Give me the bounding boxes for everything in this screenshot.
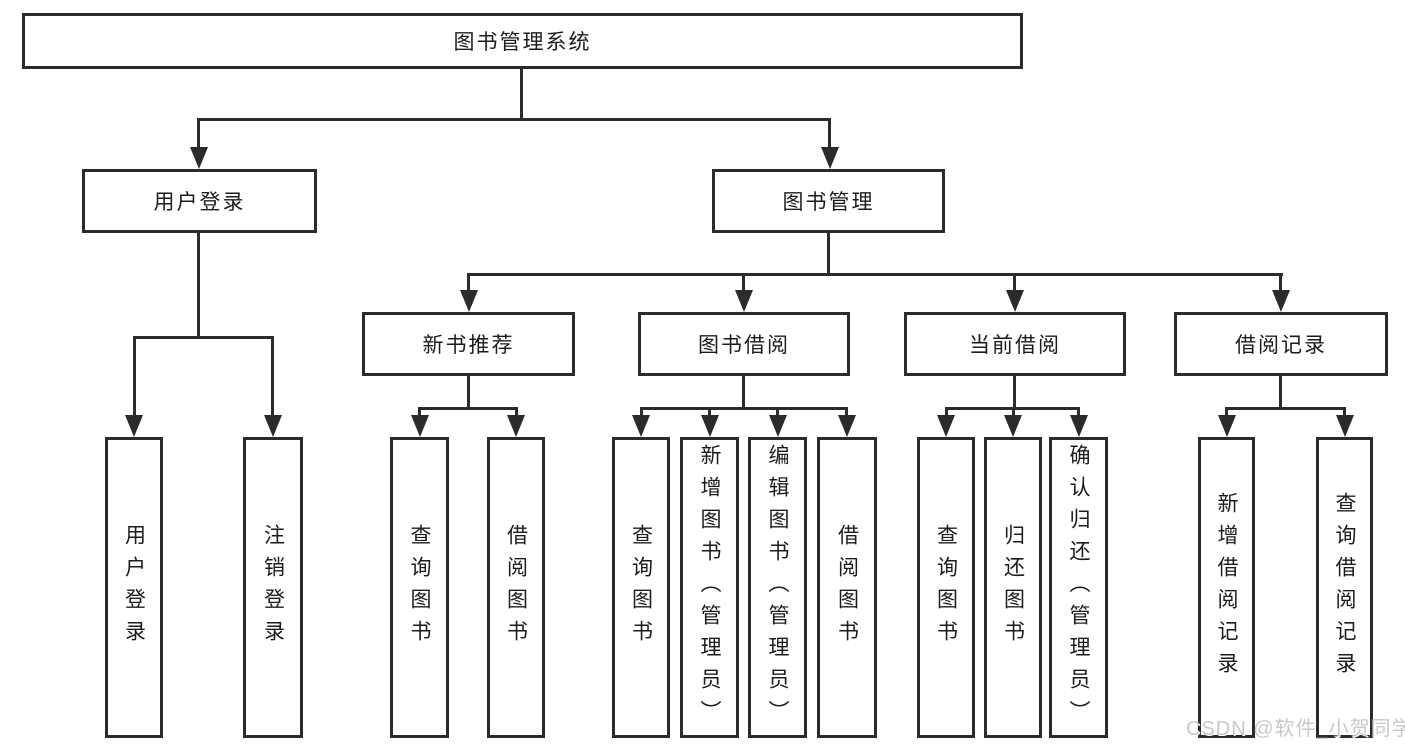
arrowhead-down xyxy=(1006,290,1024,312)
connector-line xyxy=(520,69,523,118)
connector-line xyxy=(1077,407,1080,416)
watermark: CSDN @软件_小贺同学 xyxy=(1186,718,1405,740)
connector-line xyxy=(1013,273,1016,292)
connector-line xyxy=(197,118,831,121)
connector-line xyxy=(133,336,274,339)
connector-line xyxy=(708,407,711,416)
node-book-management: 图书管理 xyxy=(712,169,945,233)
connector-line xyxy=(1279,273,1282,292)
leaf-user-login: 用户登录 xyxy=(105,437,163,738)
leaf-current-confirm-return-admin: 确认归还（管理员） xyxy=(1049,437,1108,738)
arrowhead-down xyxy=(1336,415,1354,437)
connector-line xyxy=(1225,407,1228,416)
connector-line xyxy=(197,233,200,336)
arrowhead-down xyxy=(701,415,719,437)
connector-line xyxy=(742,273,745,292)
connector-line xyxy=(742,376,745,407)
node-library-management-system: 图书管理系统 xyxy=(22,13,1023,69)
leaf-current-query-books: 查询图书 xyxy=(917,437,975,738)
connector-line xyxy=(133,336,136,416)
arrowhead-down xyxy=(937,415,955,437)
connector-line xyxy=(827,233,830,273)
connector-line xyxy=(1012,407,1015,416)
arrowhead-down xyxy=(507,415,525,437)
connector-line xyxy=(467,376,470,407)
node-book-borrowing: 图书借阅 xyxy=(638,312,850,376)
leaf-borrow-add-books-admin: 新增图书（管理员） xyxy=(680,437,739,738)
arrowhead-down xyxy=(1218,415,1236,437)
connector-line xyxy=(271,336,274,416)
leaf-rec-borrow-books: 借阅图书 xyxy=(487,437,545,738)
arrowhead-down xyxy=(735,290,753,312)
connector-line xyxy=(776,407,779,416)
arrowhead-down xyxy=(769,415,787,437)
connector-line xyxy=(845,407,848,416)
connector-line xyxy=(467,273,1283,276)
arrowhead-down xyxy=(821,147,839,169)
leaf-records-add-borrow-record: 新增借阅记录 xyxy=(1198,437,1255,738)
arrowhead-down xyxy=(838,415,856,437)
node-current-borrowing: 当前借阅 xyxy=(904,312,1126,376)
connector-line xyxy=(1225,407,1345,410)
connector-line xyxy=(1279,376,1282,407)
arrowhead-down xyxy=(264,415,282,437)
arrowhead-down xyxy=(1004,415,1022,437)
leaf-logout: 注销登录 xyxy=(243,437,303,738)
connector-line xyxy=(945,407,948,416)
arrowhead-down xyxy=(1070,415,1088,437)
connector-line xyxy=(467,273,470,292)
node-borrowing-records: 借阅记录 xyxy=(1174,312,1388,376)
connector-line xyxy=(418,407,421,416)
arrowhead-down xyxy=(460,290,478,312)
leaf-borrow-borrow-books: 借阅图书 xyxy=(817,437,877,738)
connector-line xyxy=(197,118,200,149)
arrowhead-down xyxy=(632,415,650,437)
leaf-borrow-edit-books-admin: 编辑图书（管理员） xyxy=(748,437,807,738)
leaf-rec-query-books: 查询图书 xyxy=(390,437,449,738)
leaf-records-query-borrow-record: 查询借阅记录 xyxy=(1316,437,1373,738)
arrowhead-down xyxy=(1272,290,1290,312)
arrowhead-down xyxy=(190,147,208,169)
connector-line xyxy=(1013,376,1016,407)
connector-line xyxy=(1343,407,1346,416)
connector-line xyxy=(418,407,518,410)
connector-line xyxy=(515,407,518,416)
node-new-book-recommendation: 新书推荐 xyxy=(362,312,575,376)
arrowhead-down xyxy=(411,415,429,437)
node-user-login: 用户登录 xyxy=(82,169,317,233)
connector-line xyxy=(640,407,848,410)
leaf-borrow-query-books: 查询图书 xyxy=(612,437,670,738)
arrowhead-down xyxy=(125,415,143,437)
connector-line xyxy=(828,118,831,149)
connector-line xyxy=(640,407,643,416)
leaf-current-return-books: 归还图书 xyxy=(984,437,1042,738)
